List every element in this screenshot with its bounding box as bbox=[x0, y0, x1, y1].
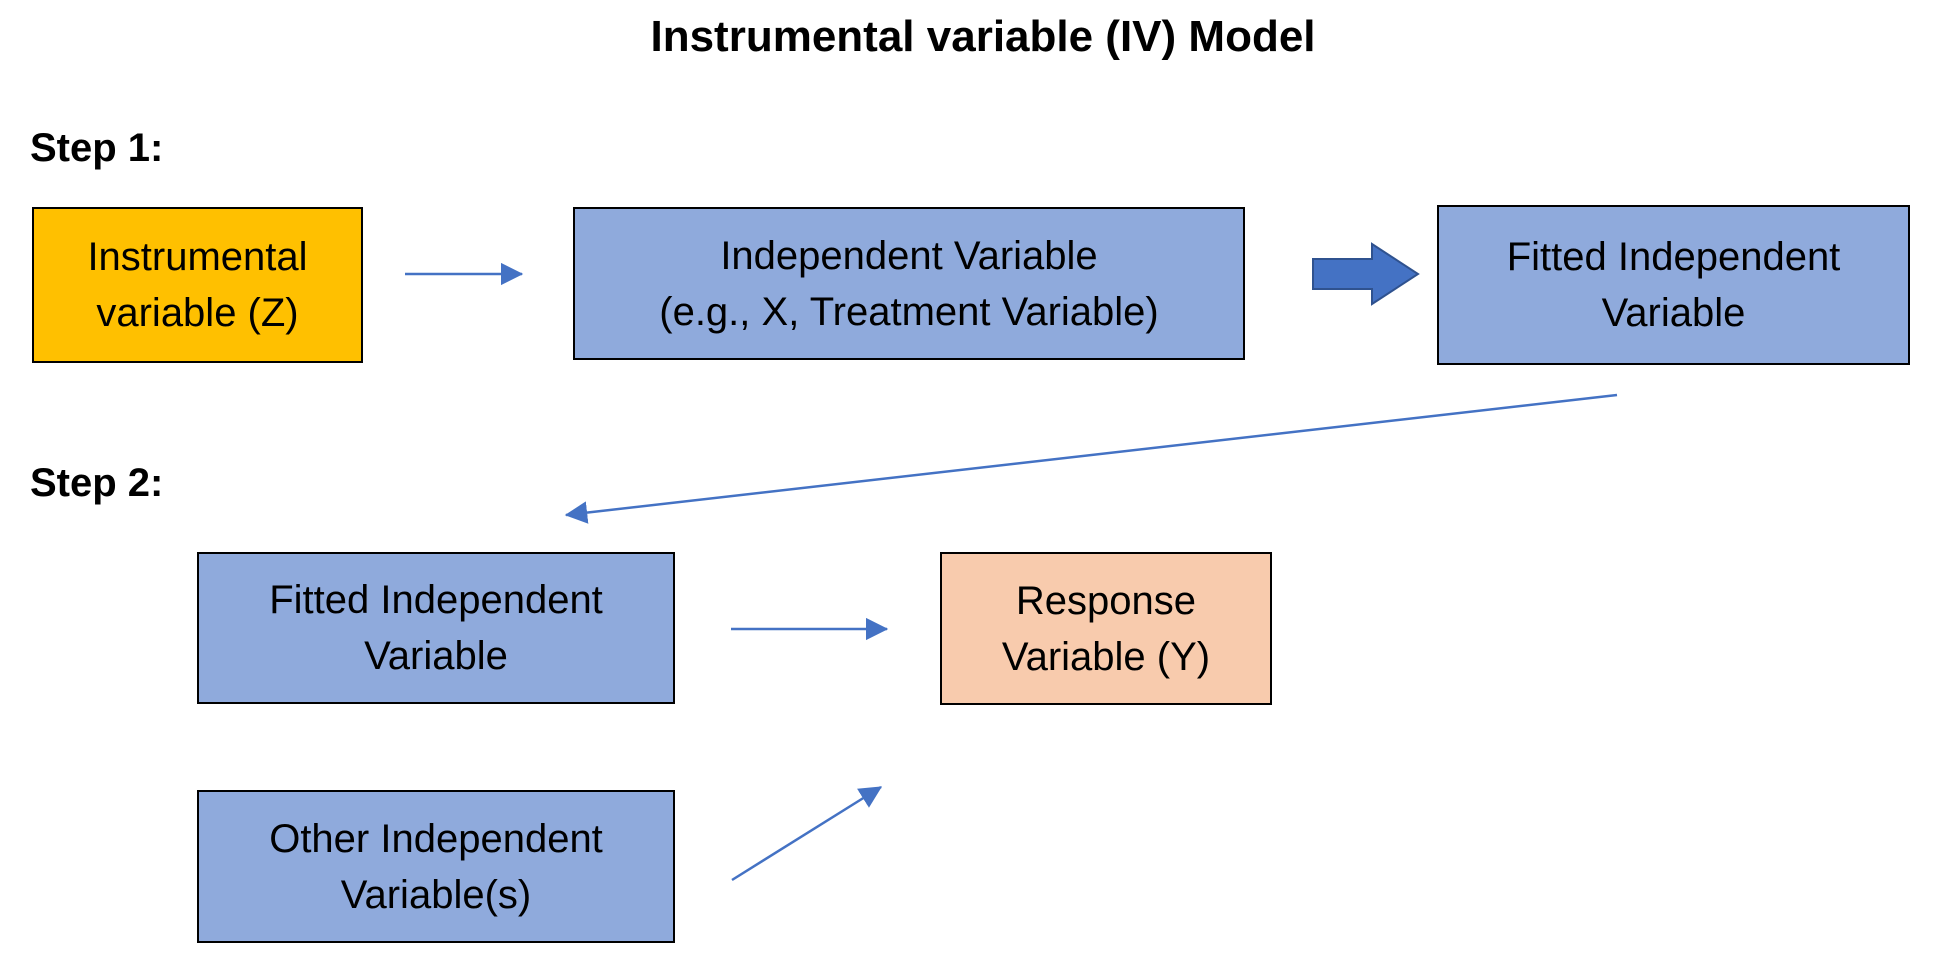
diagram-title: Instrumental variable (IV) Model bbox=[650, 12, 1316, 61]
node-fitted-independent-variable-step1: Fitted Independent Variable bbox=[1437, 205, 1910, 365]
node-instrumental-variable: Instrumental variable (Z) bbox=[32, 207, 363, 363]
node-other-independent-variables: Other Independent Variable(s) bbox=[197, 790, 675, 943]
step2-label: Step 2: bbox=[30, 461, 164, 505]
node-response-variable: Response Variable (Y) bbox=[940, 552, 1272, 705]
fitted-step1-to-step2-arrow bbox=[564, 393, 1618, 524]
other-to-response-arrow bbox=[731, 785, 883, 882]
independent-to-fitted-block-arrow bbox=[1312, 242, 1420, 306]
node-fitted-independent-variable-step2: Fitted Independent Variable bbox=[197, 552, 675, 704]
node-independent-variable: Independent Variable (e.g., X, Treatment… bbox=[573, 207, 1245, 360]
step1-label: Step 1: bbox=[30, 126, 164, 170]
